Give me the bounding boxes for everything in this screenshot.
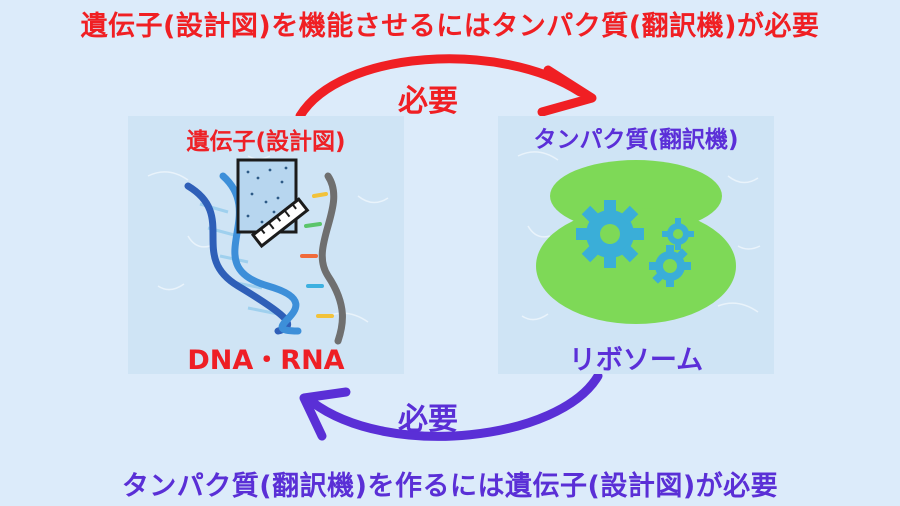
gene-panel-caption: DNA・RNA bbox=[187, 345, 345, 374]
protein-panel-caption: リボソーム bbox=[568, 345, 704, 374]
gene-illustration bbox=[147, 155, 389, 345]
ruler-icon bbox=[250, 197, 310, 249]
ribosome-illustration bbox=[517, 151, 761, 324]
rna-strand-icon bbox=[300, 172, 346, 345]
gene-panel-title: 遺伝子(設計図) bbox=[186, 129, 346, 155]
ribosome-icon bbox=[536, 160, 736, 324]
dna-helix-icon bbox=[184, 172, 302, 335]
gears-icon bbox=[576, 200, 694, 287]
headline-bottom: タンパク質(翻訳機)を作るには遺伝子(設計図)が必要 bbox=[121, 471, 779, 502]
arrow-top-head bbox=[537, 65, 597, 117]
arrow-bottom bbox=[307, 371, 603, 441]
gene-panel: 遺伝子(設計図) DNA・RNA bbox=[128, 116, 404, 374]
arrow-bottom-label: 必要 bbox=[398, 402, 458, 437]
arrow-top bbox=[295, 54, 585, 121]
arrow-top-label: 必要 bbox=[398, 84, 458, 119]
headline-top: 遺伝子(設計図)を機能させるにはタンパク質(翻訳機)が必要 bbox=[80, 11, 820, 42]
protein-panel: タンパク質(翻訳機) リボソーム bbox=[498, 116, 774, 374]
protein-panel-title: タンパク質(翻訳機) bbox=[533, 127, 739, 153]
arrow-bottom-head bbox=[299, 387, 351, 441]
blueprint-icon bbox=[236, 158, 298, 234]
